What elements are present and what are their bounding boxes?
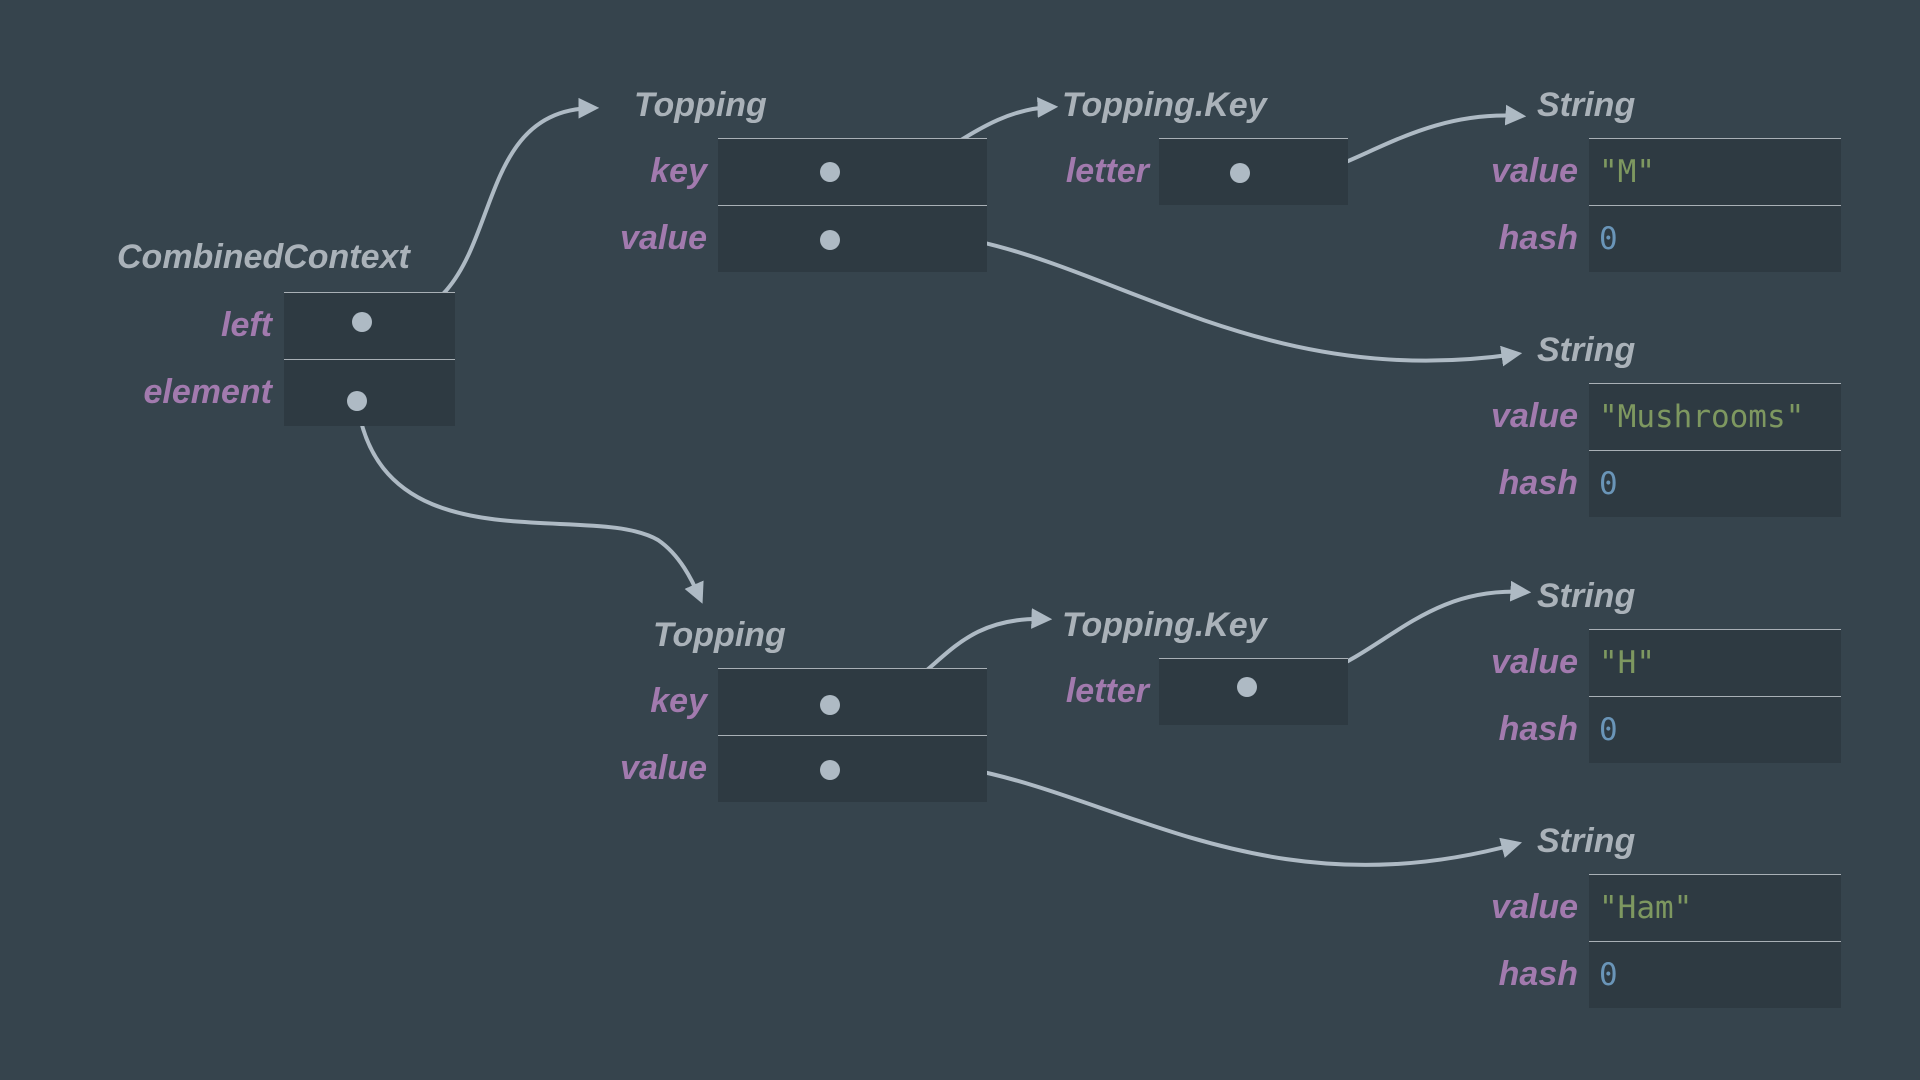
field-label-hash: hash bbox=[1498, 710, 1578, 748]
topping-2-type-label: Topping bbox=[653, 616, 786, 654]
field-label-value: value bbox=[620, 219, 707, 257]
element-reference-cell[interactable] bbox=[284, 359, 455, 426]
string-value: "Mushrooms" bbox=[1599, 399, 1805, 435]
string-value: "H" bbox=[1599, 645, 1655, 681]
topping-key-1-letter-reference-dot[interactable] bbox=[1230, 163, 1250, 183]
topping-1-type-label: Topping bbox=[634, 86, 767, 124]
topping-key-1-letter-cell[interactable] bbox=[1159, 138, 1348, 205]
field-label-key: key bbox=[650, 682, 707, 720]
topping-key-1-type-label: Topping.Key bbox=[1062, 86, 1267, 124]
field-label-key: key bbox=[650, 152, 707, 190]
string-mushrooms-value-cell[interactable]: "Mushrooms" bbox=[1589, 383, 1841, 450]
field-label-value: value bbox=[1491, 397, 1578, 435]
string-ham-value-cell[interactable]: "Ham" bbox=[1589, 874, 1841, 941]
topping-key-2-letter-reference-dot[interactable] bbox=[1237, 677, 1257, 697]
element-reference-dot[interactable] bbox=[347, 391, 367, 411]
combined-context-type-label: CombinedContext bbox=[117, 238, 410, 276]
hash-value: 0 bbox=[1599, 221, 1618, 257]
topping-2-key-cell[interactable] bbox=[718, 668, 987, 735]
topping-2-value-cell[interactable] bbox=[718, 735, 987, 802]
hash-value: 0 bbox=[1599, 957, 1618, 993]
string-ham-hash-cell[interactable]: 0 bbox=[1589, 941, 1841, 1008]
arrow-element-to-topping bbox=[355, 399, 704, 604]
string-value: "Ham" bbox=[1599, 890, 1693, 926]
topping-2-value-reference-dot[interactable] bbox=[820, 760, 840, 780]
field-label-element: element bbox=[143, 373, 273, 411]
field-label-value: value bbox=[1491, 643, 1578, 681]
field-label-value: value bbox=[620, 749, 707, 787]
field-label-hash: hash bbox=[1498, 219, 1578, 257]
hash-value: 0 bbox=[1599, 712, 1618, 748]
string-h-value-cell[interactable]: "H" bbox=[1589, 629, 1841, 696]
string-m-hash-cell[interactable]: 0 bbox=[1589, 205, 1841, 272]
topping-1-value-reference-dot[interactable] bbox=[820, 230, 840, 250]
field-label-value: value bbox=[1491, 888, 1578, 926]
string-mushrooms-type-label: String bbox=[1537, 331, 1636, 369]
topping-1-key-cell[interactable] bbox=[718, 138, 987, 205]
topping-1-value-cell[interactable] bbox=[718, 205, 987, 272]
topping-1-key-reference-dot[interactable] bbox=[820, 162, 840, 182]
string-m-value-cell[interactable]: "M" bbox=[1589, 138, 1841, 205]
field-label-hash: hash bbox=[1498, 464, 1578, 502]
string-m-type-label: String bbox=[1537, 86, 1636, 124]
string-value: "M" bbox=[1599, 154, 1655, 190]
topping-2-key-reference-dot[interactable] bbox=[820, 695, 840, 715]
field-label-left: left bbox=[221, 306, 272, 344]
topping-key-2-type-label: Topping.Key bbox=[1062, 606, 1267, 644]
hash-value: 0 bbox=[1599, 466, 1618, 502]
string-h-hash-cell[interactable]: 0 bbox=[1589, 696, 1841, 763]
string-mushrooms-hash-cell[interactable]: 0 bbox=[1589, 450, 1841, 517]
field-label-letter: letter bbox=[1065, 152, 1149, 190]
field-label-letter: letter bbox=[1065, 672, 1149, 710]
left-reference-dot[interactable] bbox=[352, 312, 372, 332]
string-ham-type-label: String bbox=[1537, 822, 1636, 860]
string-h-type-label: String bbox=[1537, 577, 1636, 615]
field-label-hash: hash bbox=[1498, 955, 1578, 993]
field-label-value: value bbox=[1491, 152, 1578, 190]
